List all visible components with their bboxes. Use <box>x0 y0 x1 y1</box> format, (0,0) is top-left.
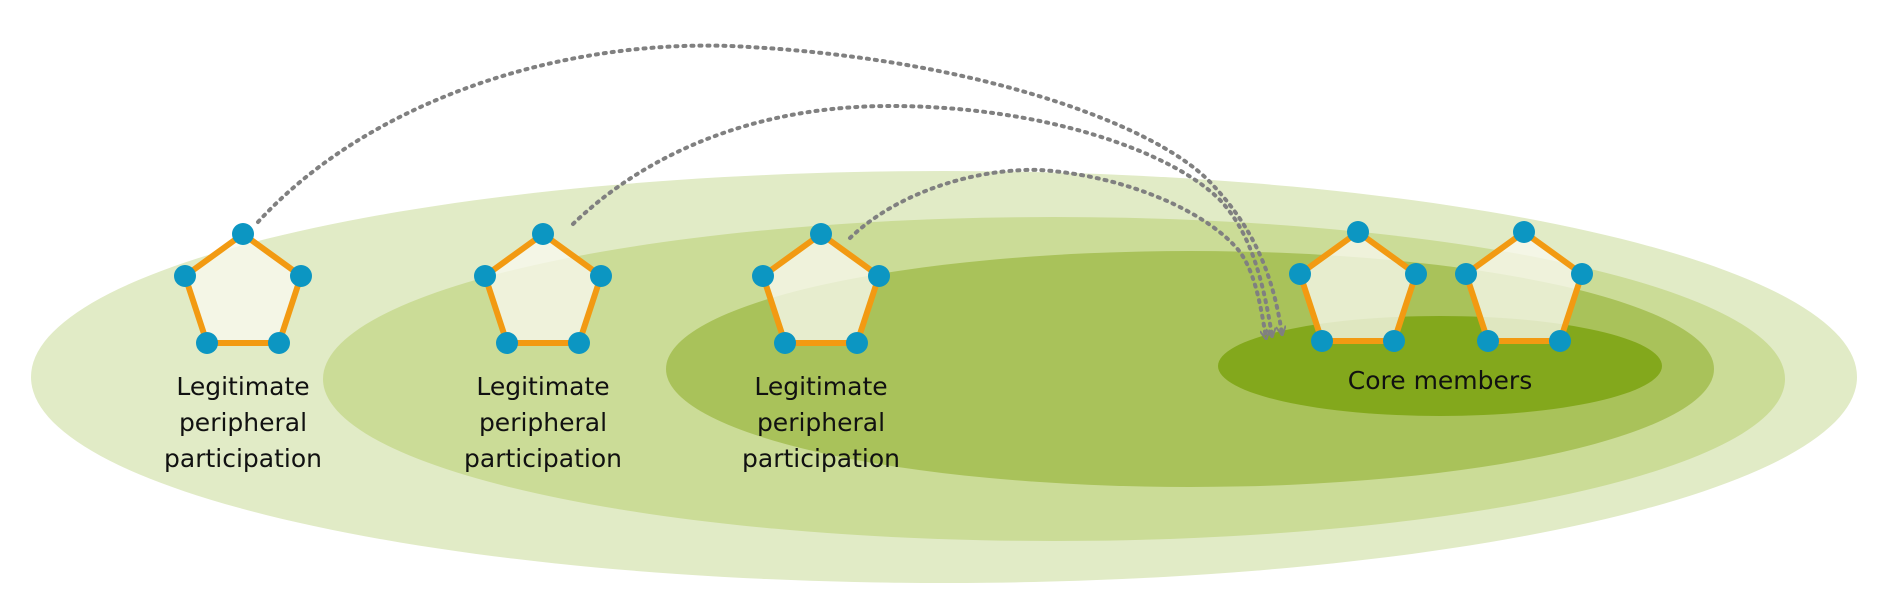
pentagon-shape <box>1463 229 1585 344</box>
pentagon-shape <box>182 231 304 346</box>
node-dot <box>1571 263 1593 285</box>
ring-third <box>666 251 1714 487</box>
peripheral-label-1: Legitimate peripheral participation <box>164 372 322 473</box>
node-dot <box>496 332 518 354</box>
node-dot <box>290 265 312 287</box>
node-dot <box>1455 263 1477 285</box>
node-dot <box>474 265 496 287</box>
node-dot <box>196 332 218 354</box>
pentagon-shape <box>482 231 604 346</box>
arrow-peripheral-1-to-core <box>256 43 1282 334</box>
node-dot <box>1311 330 1333 352</box>
node-dot <box>1289 263 1311 285</box>
node-dot <box>174 265 196 287</box>
label-line: Legitimate <box>476 372 609 401</box>
label-line: Legitimate <box>754 372 887 401</box>
label-line: peripheral <box>757 408 885 437</box>
label-line: Legitimate <box>176 372 309 401</box>
node-dot <box>232 223 254 245</box>
node-dot <box>1383 330 1405 352</box>
label-line: participation <box>464 444 622 473</box>
label-line: peripheral <box>479 408 607 437</box>
label-line: participation <box>164 444 322 473</box>
node-dot <box>1347 221 1369 243</box>
node-dot <box>568 332 590 354</box>
pentagon-shape <box>760 231 882 346</box>
peripheral-label-3: Legitimate peripheral participation <box>742 372 900 473</box>
peripheral-group-3 <box>752 223 890 354</box>
node-dot <box>590 265 612 287</box>
peripheral-label-2: Legitimate peripheral participation <box>464 372 622 473</box>
pentagon-shape <box>1297 229 1419 344</box>
label-line: peripheral <box>179 408 307 437</box>
peripheral-group-1 <box>174 223 312 354</box>
node-dot <box>268 332 290 354</box>
node-dot <box>1477 330 1499 352</box>
core-group-1 <box>1289 221 1427 352</box>
core-group-2 <box>1455 221 1593 352</box>
peripheral-group-2 <box>474 223 612 354</box>
core-members-label: Core members <box>1348 366 1532 395</box>
arrow-peripheral-3-to-core <box>848 167 1266 338</box>
node-dot <box>752 265 774 287</box>
node-dot <box>1513 221 1535 243</box>
node-dot <box>532 223 554 245</box>
node-dot <box>774 332 796 354</box>
node-dot <box>1549 330 1571 352</box>
node-dot <box>868 265 890 287</box>
label-line: participation <box>742 444 900 473</box>
node-dot <box>810 223 832 245</box>
node-dot <box>846 332 868 354</box>
node-dot <box>1405 263 1427 285</box>
arrow-peripheral-2-to-core <box>571 103 1272 336</box>
